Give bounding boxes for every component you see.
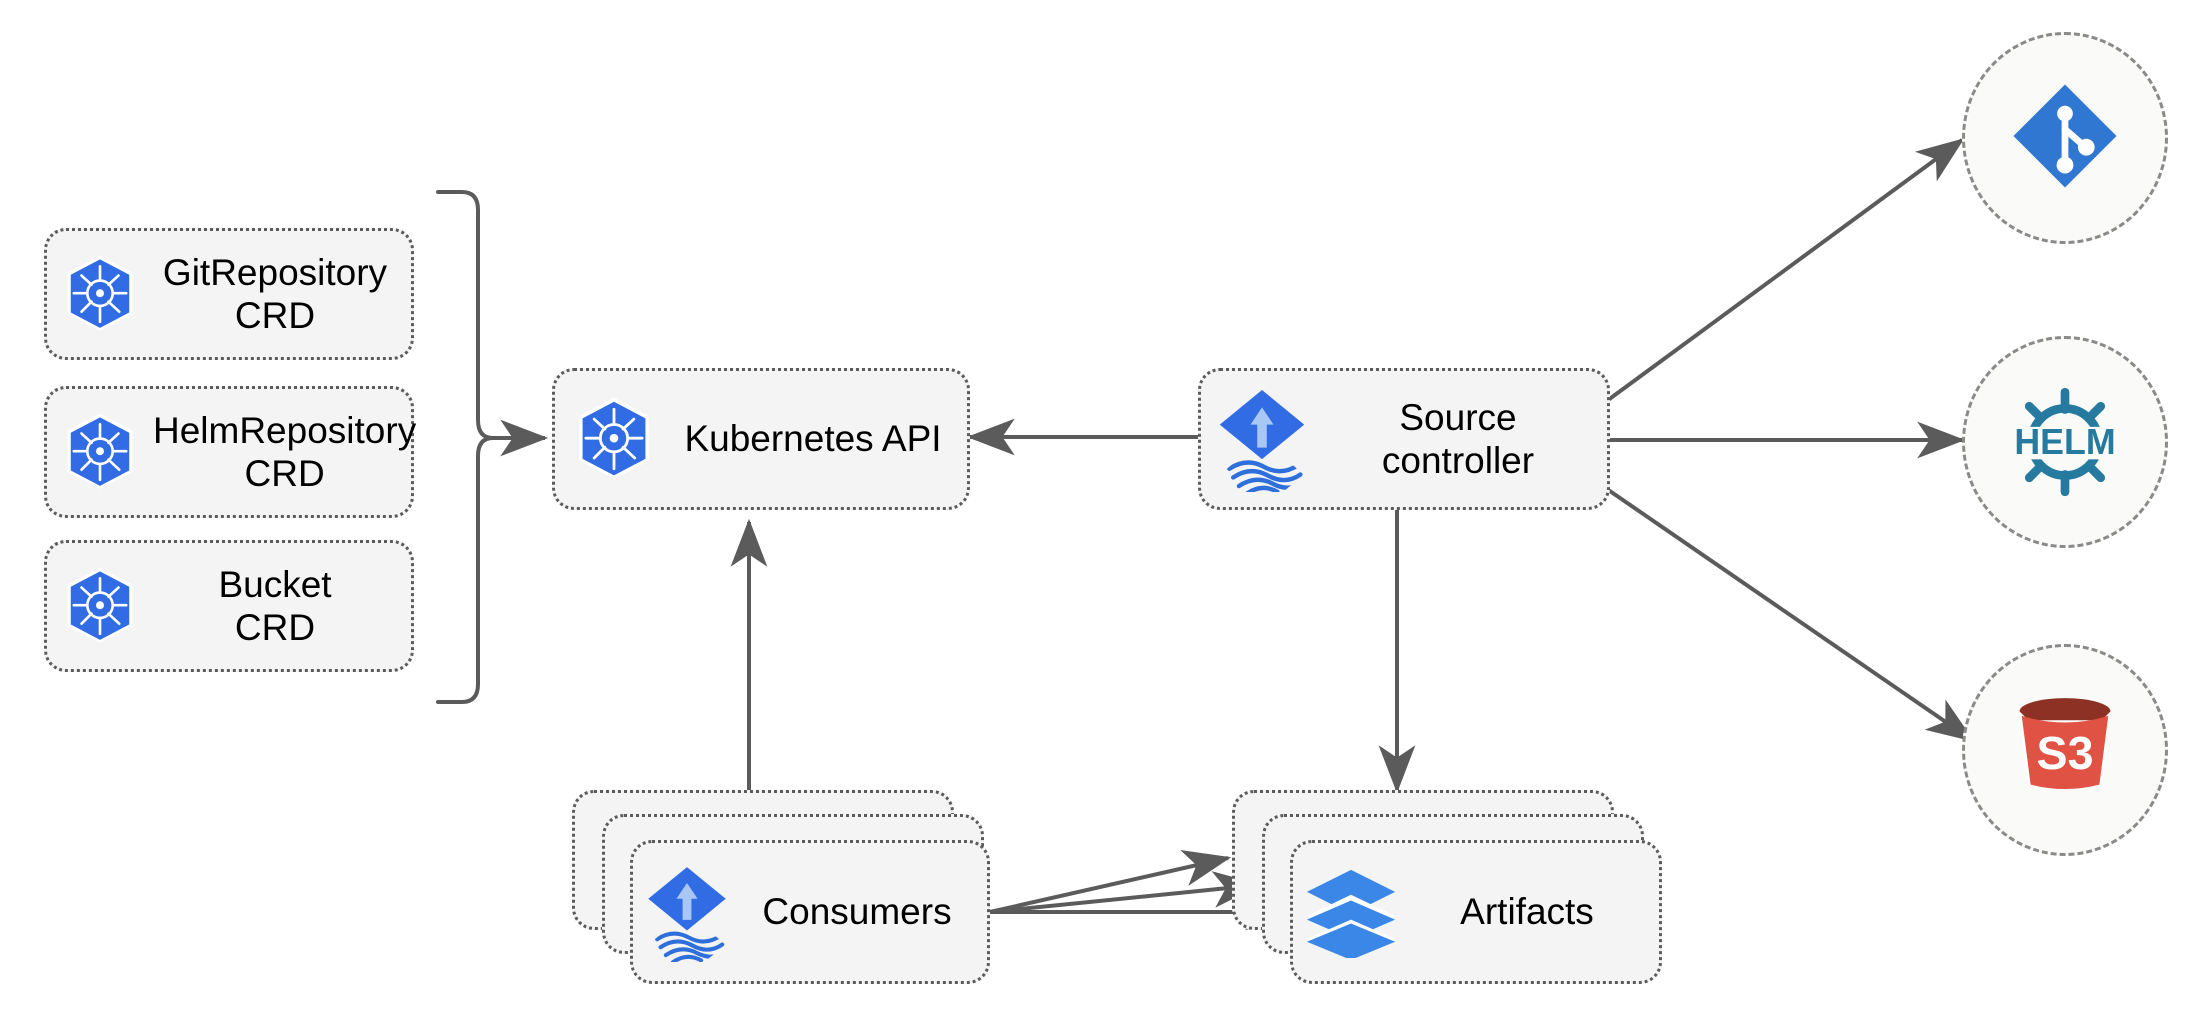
node-source-controller[interactable]: Source controller [1198, 368, 1610, 510]
flux-icon [1201, 386, 1323, 492]
node-label: Artifacts [1460, 891, 1594, 933]
git-icon [2009, 80, 2121, 197]
external-s3[interactable]: S3 [1962, 644, 2168, 856]
node-kubernetes-api[interactable]: Kubernetes API [552, 368, 970, 510]
node-label: Consumers [762, 891, 952, 933]
crd-label: GitRepository CRD [162, 251, 388, 336]
s3-label: S3 [2037, 727, 2094, 779]
edge-source-controller-to-s3 [1602, 485, 1975, 742]
edge-consumers-to-artifacts-2 [989, 871, 1262, 914]
helm-label: HELM [2014, 422, 2115, 462]
crd-box-helmrepository[interactable]: HelmRepository CRD [44, 386, 416, 518]
crd-box-bucket[interactable]: Bucket CRD [44, 540, 414, 672]
layers-icon [1293, 866, 1409, 958]
kubernetes-icon [47, 254, 153, 334]
external-helm[interactable]: HELM [1962, 336, 2168, 548]
node-artifacts[interactable]: Artifacts [1290, 840, 1662, 984]
edge-consumers-to-artifacts-1 [989, 849, 1232, 914]
flux-icon [633, 862, 741, 962]
crd-group-brace [436, 190, 494, 704]
node-label: Kubernetes API [684, 418, 942, 460]
node-consumers[interactable]: Consumers [630, 840, 990, 984]
kubernetes-icon [555, 396, 673, 482]
crd-box-gitrepository[interactable]: GitRepository CRD [44, 228, 414, 360]
kubernetes-icon [47, 566, 153, 646]
external-git[interactable] [1962, 32, 2168, 244]
kubernetes-icon [47, 412, 153, 492]
helm-icon: HELM [2000, 377, 2130, 507]
edge-source-controller-to-git [1602, 138, 1965, 405]
crd-label: Bucket CRD [218, 563, 332, 648]
crd-label: HelmRepository CRD [153, 409, 417, 494]
s3-bucket-icon: S3 [2004, 687, 2126, 814]
node-label: Source controller [1381, 396, 1535, 481]
